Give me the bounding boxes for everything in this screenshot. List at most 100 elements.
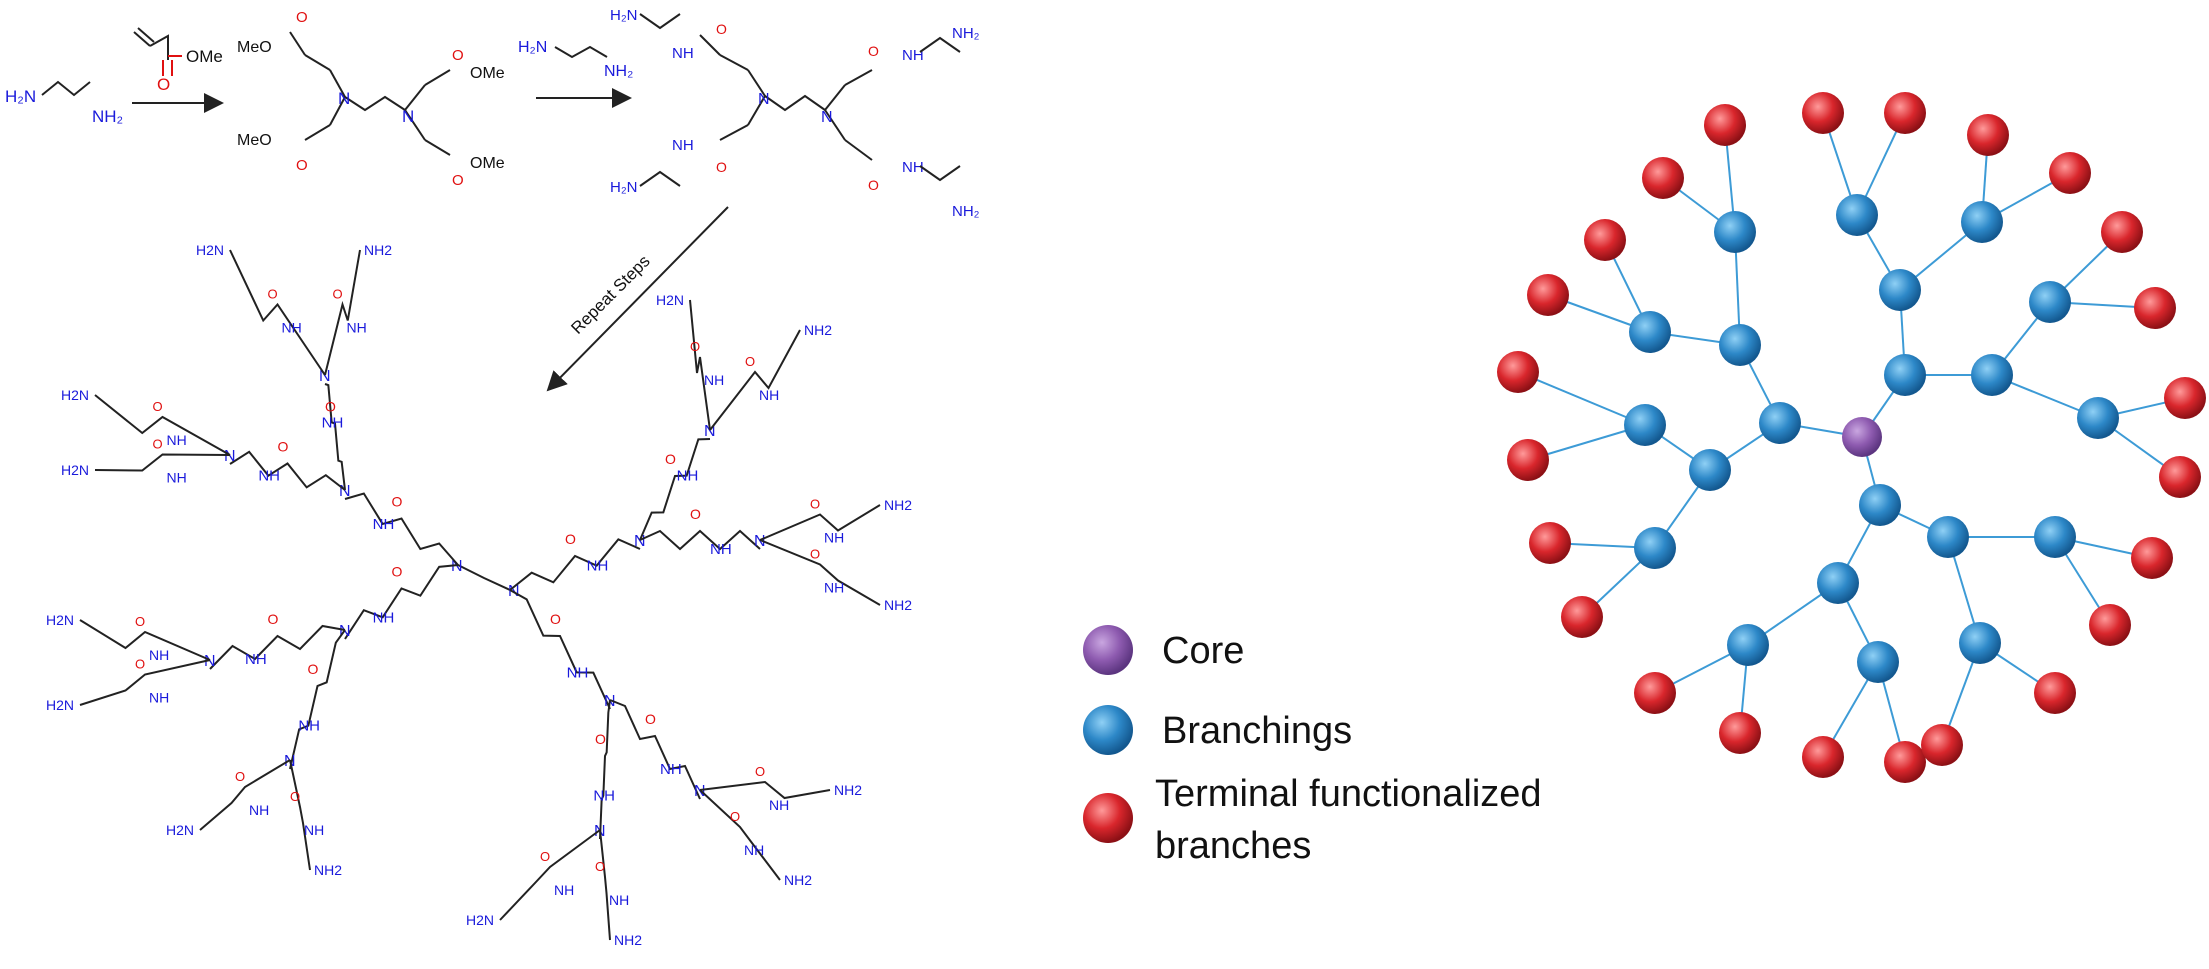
atom-label: O <box>645 711 656 727</box>
h2n-label: H₂N <box>5 87 36 106</box>
atom-label: NH <box>245 651 267 668</box>
bond-path <box>79 659 211 706</box>
terminal-node <box>2049 152 2091 194</box>
atom-label: O <box>135 657 145 672</box>
branch-node <box>1759 402 1801 444</box>
atom-label: O <box>565 531 576 547</box>
atom-label: O <box>690 506 701 522</box>
ester-intermediate: N N MeO OMe MeO OMe O O O O <box>237 9 505 189</box>
bond-path <box>699 780 831 800</box>
terminal-node <box>1584 219 1626 261</box>
atom-label: NH2 <box>364 242 392 258</box>
bond-path <box>94 394 231 456</box>
atom-label: H2N <box>61 462 89 478</box>
branch-node <box>1959 622 2001 664</box>
svg-text:H₂N: H₂N <box>610 179 638 196</box>
atom-label: N <box>704 423 716 440</box>
atom-label: NH <box>660 761 682 778</box>
atom-label: NH <box>567 664 589 681</box>
svg-text:NH₂: NH₂ <box>952 203 980 220</box>
svg-text:NH₂: NH₂ <box>952 25 980 42</box>
atom-label: N <box>204 653 216 670</box>
bond-path <box>509 589 611 710</box>
svg-text:NH: NH <box>672 137 694 154</box>
atom-label: O <box>290 789 300 804</box>
atom-label: O <box>550 611 561 627</box>
atom-label: NH <box>759 387 779 403</box>
bond-path <box>689 299 711 431</box>
terminal-node <box>1704 104 1746 146</box>
bond-path <box>229 249 326 376</box>
branch-node <box>1634 527 1676 569</box>
bond-path <box>639 529 761 551</box>
legend-core-label: Core <box>1162 630 1244 672</box>
svg-text:NH: NH <box>902 47 924 64</box>
svg-text:NH: NH <box>902 159 924 176</box>
atom-label: NH <box>167 432 187 448</box>
branch-node <box>1961 201 2003 243</box>
terminal-node <box>1527 274 1569 316</box>
atom-label: O <box>595 731 606 747</box>
atom-label: H2N <box>196 242 224 258</box>
atom-label: NH <box>149 647 169 663</box>
branch-node <box>1836 194 1878 236</box>
atom-label: NH <box>824 530 844 546</box>
svg-text:H₂N: H₂N <box>518 39 547 56</box>
atom-label: NH <box>554 882 574 898</box>
bond-path <box>709 329 801 431</box>
ethylenediamine-reagent-2: H₂N NH₂ <box>518 39 633 80</box>
nh2-label: NH₂ <box>92 107 123 126</box>
branch-node <box>1971 354 2013 396</box>
atom-label: O <box>810 547 820 562</box>
atom-label: NH <box>593 788 615 805</box>
branch-node <box>1857 641 1899 683</box>
legend-branchings-label: Branchings <box>1162 710 1352 752</box>
atom-label: NH <box>258 468 280 485</box>
atom-label: NH2 <box>804 322 832 338</box>
terminal-node <box>1497 351 1539 393</box>
branch-node <box>1884 354 1926 396</box>
atom-label: NH <box>282 320 302 336</box>
branch-node <box>2077 397 2119 439</box>
atom-label: O <box>153 437 163 452</box>
atom-label: NH <box>769 797 789 813</box>
g0-amidoamine: N N H₂N NH NH NH₂ NH H₂N NH NH₂ O O O O <box>610 7 980 220</box>
bond-path <box>499 829 601 921</box>
terminal-node <box>1642 157 1684 199</box>
terminal-node <box>1507 439 1549 481</box>
atom-label: NH <box>744 842 764 858</box>
terminal-legend-swatch <box>1083 793 1133 843</box>
svg-text:H₂N: H₂N <box>610 7 638 24</box>
terminal-node <box>2159 456 2201 498</box>
terminal-node <box>2164 377 2206 419</box>
svg-text:NH: NH <box>672 45 694 62</box>
legend: Core Branchings Terminal functionalized … <box>1083 625 1542 867</box>
bond-path <box>639 438 711 541</box>
svg-text:N: N <box>338 89 350 108</box>
synthesis-scheme: H₂N NH₂ O OMe N N <box>5 7 980 948</box>
bond-path <box>94 453 231 472</box>
atom-label: H2N <box>46 697 74 713</box>
atom-label: NH <box>167 470 187 486</box>
bond-path <box>609 699 701 800</box>
dendrimer-ball-model <box>1497 92 2206 783</box>
svg-text:N: N <box>758 91 770 108</box>
svg-text:O: O <box>296 9 308 26</box>
terminal-node <box>1561 596 1603 638</box>
branch-node <box>1927 516 1969 558</box>
svg-text:O: O <box>868 43 879 59</box>
atom-label: O <box>755 764 765 779</box>
atom-label: NH <box>249 802 269 818</box>
terminal-node <box>2131 537 2173 579</box>
terminal-node <box>1802 92 1844 134</box>
atom-label: NH <box>373 609 395 626</box>
bond-path <box>229 450 346 491</box>
svg-text:NH₂: NH₂ <box>604 63 633 80</box>
atom-label: H2N <box>46 612 74 628</box>
atom-label: NH2 <box>614 932 642 948</box>
atom-label: O <box>268 611 279 627</box>
bond-path <box>344 564 459 640</box>
atom-label: O <box>308 661 319 677</box>
atom-label: N <box>634 533 646 550</box>
